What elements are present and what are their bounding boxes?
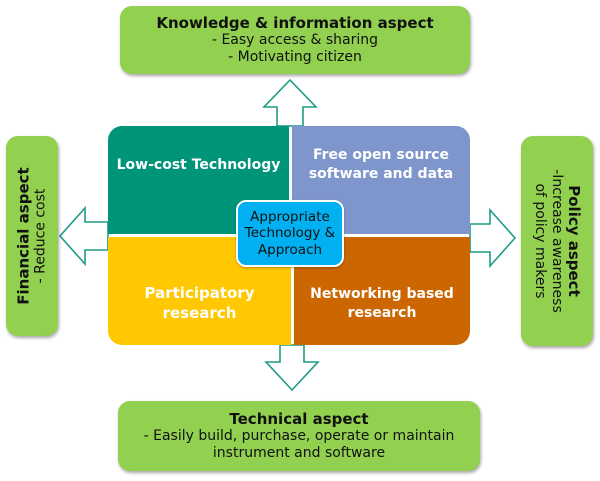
center-label-line: Approach [257,241,323,258]
aspect-line: - Reduce cost [32,188,49,284]
financial-aspect-box: Financial aspect - Reduce cost [6,136,58,336]
aspect-text: Financial aspect - Reduce cost [15,167,50,304]
aspect-line: instrument and software [212,445,386,461]
center-label-line: Appropriate [250,209,330,226]
center-label-line: Technology & [244,225,336,242]
quadrant-label-line: research [347,305,417,322]
arrow-down-icon [264,344,320,392]
quadrant-label: Low-cost Technology [116,157,281,173]
quadrant-label-line: Networking based [310,286,454,303]
aspect-line: - Motivating citizen [228,49,362,65]
aspect-line: -Increase awareness [548,169,565,313]
aspect-line: of policy makers [532,183,548,299]
arrow-left-icon [58,205,109,267]
aspect-line: - Easily build, purchase, operate or mai… [143,428,455,445]
center-appropriate-technology-box: Appropriate Technology & Approach [236,200,344,267]
aspect-title: Knowledge & information aspect [156,14,434,33]
aspect-text: Policy aspect -Increase awareness of pol… [531,169,583,313]
quadrant-label-line: research [162,303,237,322]
aspect-title: Technical aspect [229,410,369,429]
arrow-right-icon [469,207,517,269]
quadrant-label-line: Free open source [312,147,450,163]
aspect-title: Financial aspect [14,167,33,305]
quadrant-label-line: Participatory [144,283,255,302]
knowledge-information-aspect-box: Knowledge & information aspect - Easy ac… [120,6,470,74]
aspect-title: Policy aspect [564,185,583,297]
aspect-line: - Easy access & sharing [211,32,379,49]
technical-aspect-box: Technical aspect - Easily build, purchas… [118,401,480,471]
policy-aspect-box: Policy aspect -Increase awareness of pol… [521,136,593,346]
arrow-up-icon [262,78,318,127]
quadrant-label-line: software and data [308,165,454,182]
